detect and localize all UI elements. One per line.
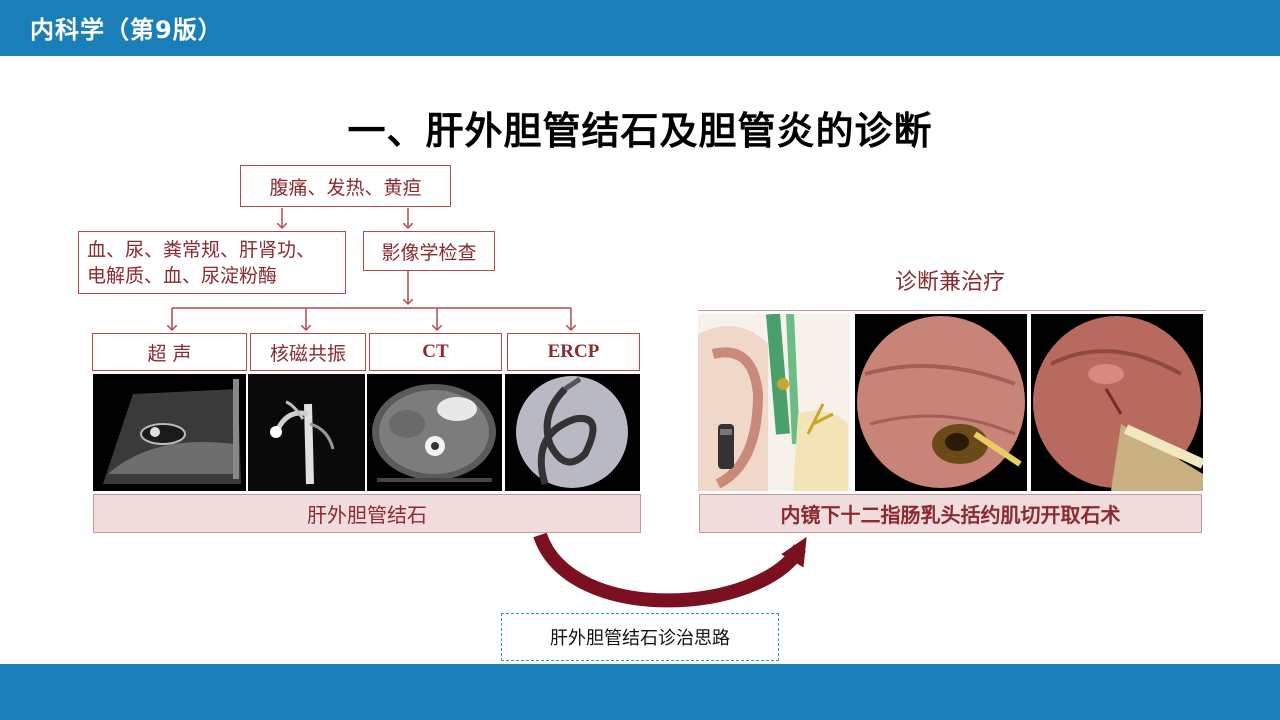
endoscopy-image-1 bbox=[855, 314, 1027, 491]
modality-mri: 核磁共振 bbox=[250, 333, 366, 371]
footer-bar bbox=[0, 664, 1280, 720]
diagnosis-band: 肝外胆管结石 bbox=[93, 494, 641, 533]
treatment-heading: 诊断兼治疗 bbox=[894, 270, 1005, 295]
modality-ercp-label: ERCP bbox=[547, 341, 600, 362]
treatment-divider bbox=[698, 310, 1206, 311]
diagram-caption: 肝外胆管结石诊治思路 bbox=[501, 613, 779, 661]
modality-ercp: ERCP bbox=[507, 333, 640, 371]
imaging-text: 影像学检查 bbox=[381, 241, 477, 264]
lab-tests-line-1: 血、尿、粪常规、肝肾功、 bbox=[87, 238, 316, 261]
modality-ct-label: CT bbox=[422, 341, 449, 362]
lab-tests-box: 血、尿、粪常规、肝肾功、 电解质、血、尿淀粉酶 bbox=[78, 231, 346, 294]
header-title: 内科学（第9版） bbox=[30, 16, 223, 44]
curved-flow-arrow bbox=[533, 532, 807, 608]
symptoms-box: 腹痛、发热、黄疸 bbox=[240, 165, 451, 207]
procedure-band: 内镜下十二指肠乳头括约肌切开取石术 bbox=[699, 494, 1202, 533]
endoscopy-image-2 bbox=[1031, 314, 1203, 491]
imaging-box: 影像学检查 bbox=[363, 231, 495, 271]
caption-text: 肝外胆管结石诊治思路 bbox=[550, 628, 730, 649]
ct-image bbox=[367, 374, 502, 491]
mri-image bbox=[248, 374, 365, 491]
header-bar: 内科学（第9版） bbox=[0, 0, 1280, 56]
procedure-text: 内镜下十二指肠乳头括约肌切开取石术 bbox=[780, 503, 1121, 527]
modality-mri-label: 核磁共振 bbox=[269, 342, 346, 365]
anatomy-illustration bbox=[698, 314, 850, 491]
modality-ultrasound-label: 超 声 bbox=[147, 342, 192, 365]
modality-ct: CT bbox=[369, 333, 502, 371]
lab-tests-line-2: 电解质、血、尿淀粉酶 bbox=[87, 264, 278, 287]
ercp-image bbox=[505, 374, 640, 491]
symptoms-text: 腹痛、发热、黄疸 bbox=[269, 176, 422, 199]
modality-ultrasound: 超 声 bbox=[92, 333, 247, 371]
diagnosis-text: 肝外胆管结石 bbox=[307, 503, 427, 527]
ultrasound-image bbox=[93, 374, 246, 491]
slide-title: 一、肝外胆管结石及胆管炎的诊断 bbox=[347, 109, 933, 153]
